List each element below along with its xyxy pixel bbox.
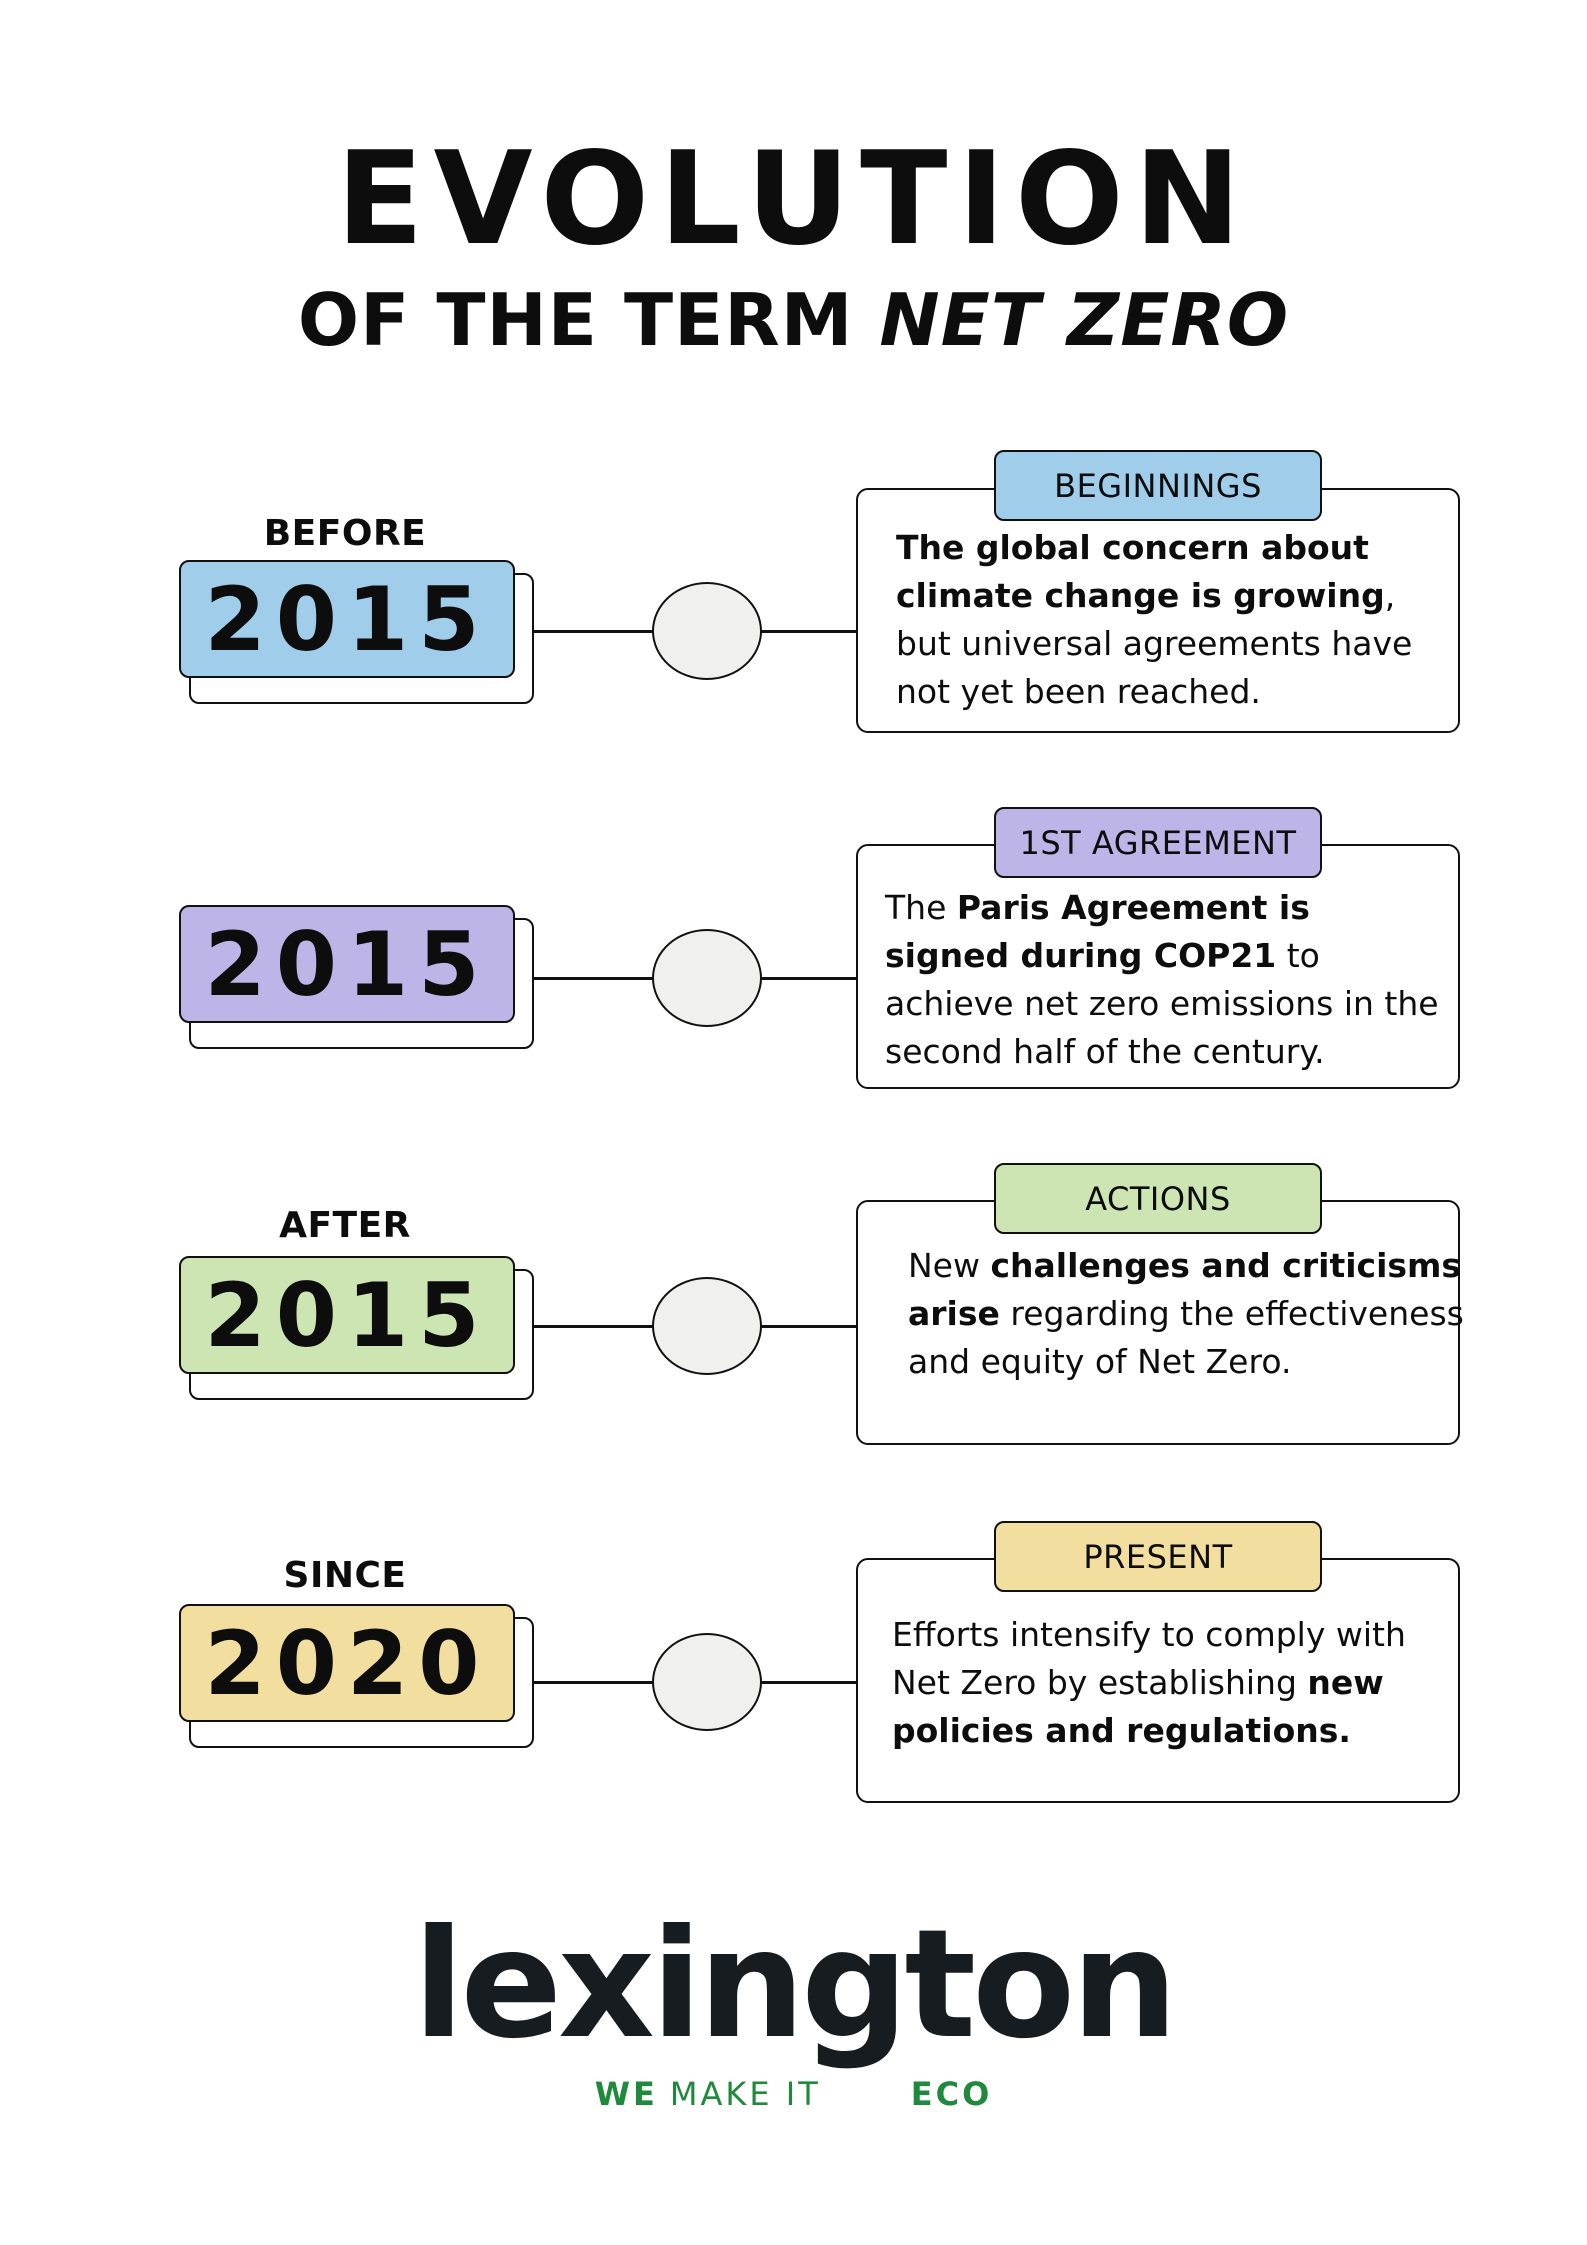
timeline-node [652,1277,762,1375]
year-box: 2020 [179,1604,515,1722]
tagline-make-it: MAKE IT [669,2075,821,2113]
period-label: AFTER [279,1205,411,1246]
connector-line [534,977,654,980]
info-text: The global concern about climate change … [896,524,1456,716]
info-text-bold: The global concern about climate change … [896,528,1385,615]
connector-line [760,1681,858,1684]
connector-line [760,630,858,633]
tagline-we: WE [594,2075,658,2113]
info-card [856,1558,1460,1803]
info-text-regular: to achieve net zero emissions in the sec… [885,936,1439,1071]
info-tag: 1ST AGREEMENT [994,807,1322,878]
info-text: The Paris Agreement is signed during COP… [885,884,1445,1076]
tagline-eco: ECO [910,2075,993,2113]
info-text-regular: Efforts intensify to comply with Net Zer… [892,1615,1406,1702]
logo-tagline: WE MAKE IT ECO [0,2074,1587,2114]
info-card [856,1200,1460,1445]
connector-line [760,977,858,980]
info-tag: BEGINNINGS [994,450,1322,521]
subtitle-prefix: OF THE TERM [297,278,880,362]
subtitle-emphasis: NET ZERO [879,278,1290,362]
year-box: 2015 [179,1256,515,1374]
logo-wordmark: lexington [412,1898,1178,2072]
info-text-regular: , but universal agreements have not yet … [896,576,1413,711]
info-text: New challenges and criticisms arise rega… [908,1242,1468,1386]
info-text-bold: challenges and criticisms arise [908,1246,1462,1333]
info-text: Efforts intensify to comply with Net Zer… [892,1611,1452,1755]
page-subtitle: OF THE TERM NET ZERO [0,278,1587,362]
connector-line [534,630,654,633]
info-card [856,844,1460,1089]
period-label: SINCE [283,1555,407,1596]
page-title: EVOLUTION [336,125,1251,274]
info-text-regular: The [885,888,957,927]
info-tag: ACTIONS [994,1163,1322,1234]
info-text-regular: regarding the effectiveness and equity o… [908,1294,1464,1381]
year-box: 2015 [179,560,515,678]
info-card [856,488,1460,733]
timeline-node [652,1633,762,1731]
info-tag: PRESENT [994,1521,1322,1592]
timeline-node [652,582,762,680]
period-label: BEFORE [263,513,427,554]
connector-line [760,1325,858,1328]
info-text-bold: Paris Agreement is signed during COP21 [885,888,1310,975]
connector-line [534,1681,654,1684]
info-text-bold: new policies and regulations. [892,1663,1384,1750]
timeline-node [652,929,762,1027]
year-box: 2015 [179,905,515,1023]
info-text-regular: New [908,1246,991,1285]
connector-line [534,1325,654,1328]
